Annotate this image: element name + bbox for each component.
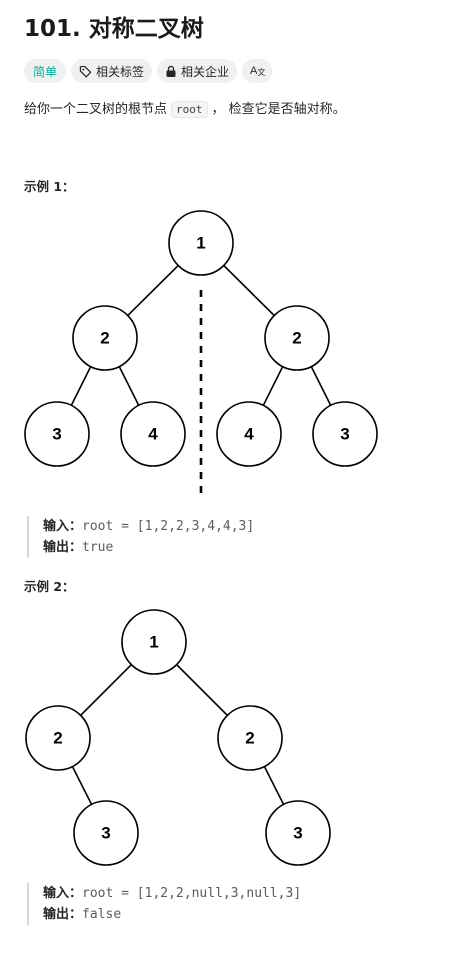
tree1-label-3: 2 [292,329,301,348]
tree2-node-5 [265,800,331,866]
input-label: 输入： [43,519,83,534]
tag-icon [79,65,92,78]
desc-suffix: ， 检查它是否轴对称。 [211,102,346,117]
tree2-node-3 [217,705,283,771]
tree1-label-1: 1 [196,234,205,253]
example-2-output-row: 输出：false [43,904,301,925]
svg-text:A: A [250,65,258,77]
tree1-node-3 [264,305,330,371]
example-1-title: 示例 1： [24,179,75,194]
tree1-label-4: 3 [52,425,61,444]
tree2-node-2 [25,705,91,771]
example-1-tree-image: 1 2 2 3 4 4 3 [24,210,378,498]
tree2-label-4: 3 [101,824,110,843]
tree2-node-1 [121,609,187,675]
tree1-node-6 [216,401,282,467]
problem-title: 101. 对称二叉树 [24,16,204,42]
tree2-label-2: 2 [53,729,62,748]
input-value: root = [1,2,2,3,4,4,3] [82,519,255,534]
svg-text:文: 文 [258,67,266,77]
lock-icon [165,65,177,78]
tree2-node-4 [73,800,139,866]
tree1-node-1 [168,210,234,276]
tree2-label-3: 2 [245,729,254,748]
example-2-tree-image: 1 2 2 3 3 [25,609,331,866]
tree1-label-6: 4 [244,425,254,444]
tree1-label-2: 2 [100,329,109,348]
example-2-io-block: 输入：root = [1,2,2,null,3,null,3] 输出：false [27,883,301,925]
tree1-node-7 [312,401,378,467]
tree2-label-5: 3 [293,824,302,843]
input-label: 输入： [43,886,83,901]
tree1-node-2 [72,305,138,371]
desc-prefix: 给你一个二叉树的根节点 [24,102,168,117]
tree1-label-7: 3 [340,425,349,444]
desc-code-root: root [171,101,208,118]
tree2-label-1: 1 [149,633,158,652]
example-1-io-block: 输入：root = [1,2,2,3,4,4,3] 输出：true [27,516,254,558]
example-2-title: 示例 2： [24,579,75,594]
tree1-node-5 [120,401,186,467]
related-companies-label: 相关企业 [181,64,230,79]
example-1-input-row: 输入：root = [1,2,2,3,4,4,3] [43,516,254,537]
difficulty-badge[interactable]: 简单 [24,59,67,83]
tree1-node-4 [24,401,90,467]
output-value: false [82,907,122,922]
related-companies-button[interactable]: 相关企业 [157,59,238,83]
related-tags-button[interactable]: 相关标签 [71,59,153,83]
example-1-output-row: 输出：true [43,537,254,558]
output-label: 输出： [43,907,83,922]
input-value: root = [1,2,2,null,3,null,3] [82,886,302,901]
output-label: 输出： [43,540,83,555]
related-tags-label: 相关标签 [96,64,145,79]
tree1-label-5: 4 [148,425,158,444]
example-2-input-row: 输入：root = [1,2,2,null,3,null,3] [43,883,301,904]
output-value: true [82,540,114,555]
